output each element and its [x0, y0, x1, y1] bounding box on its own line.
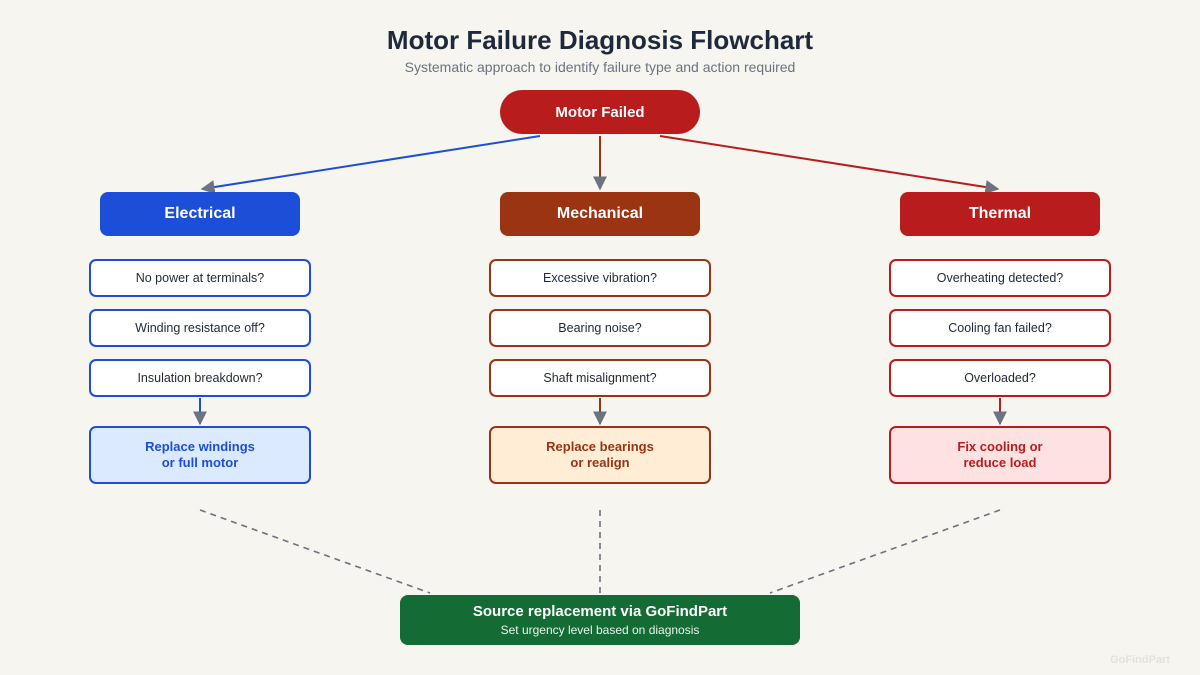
question-bearing-noise: Bearing noise? [489, 309, 711, 347]
final-title: Source replacement via GoFindPart [472, 603, 728, 620]
final-subtitle: Set urgency level based on diagnosis [500, 623, 700, 637]
question-winding-resistance: Winding resistance off? [89, 309, 311, 347]
question-no-power: No power at terminals? [89, 259, 311, 297]
question-excessive-vibration: Excessive vibration? [489, 259, 711, 297]
page-title: Motor Failure Diagnosis Flowchart [386, 25, 814, 55]
question-shaft-misalignment: Shaft misalignment? [489, 359, 711, 397]
dashed-electrical-to-final [199, 509, 431, 594]
watermark-logo: GoFindPart [1110, 654, 1170, 666]
dashed-thermal-to-final [769, 509, 1001, 594]
final-node-source-replacement: Source replacement via GoFindPart Set ur… [400, 595, 800, 645]
question-overloaded: Overloaded? [889, 359, 1111, 397]
question-cooling-fan: Cooling fan failed? [889, 309, 1111, 347]
action-replace-bearings: Replace bearings or realign [489, 426, 711, 484]
arrow-root-to-thermal [659, 135, 1000, 194]
question-insulation-breakdown: Insulation breakdown? [89, 359, 311, 397]
question-overheating: Overheating detected? [889, 259, 1111, 297]
arrow-root-to-electrical [200, 135, 541, 194]
category-electrical: Electrical [100, 192, 300, 236]
category-thermal: Thermal [900, 192, 1100, 236]
category-mechanical: Mechanical [500, 192, 700, 236]
root-node-motor-failed: Motor Failed [500, 90, 700, 134]
page-subtitle: Systematic approach to identify failure … [404, 59, 796, 75]
action-fix-cooling: Fix cooling or reduce load [889, 426, 1111, 484]
action-replace-windings: Replace windings or full motor [89, 426, 311, 484]
